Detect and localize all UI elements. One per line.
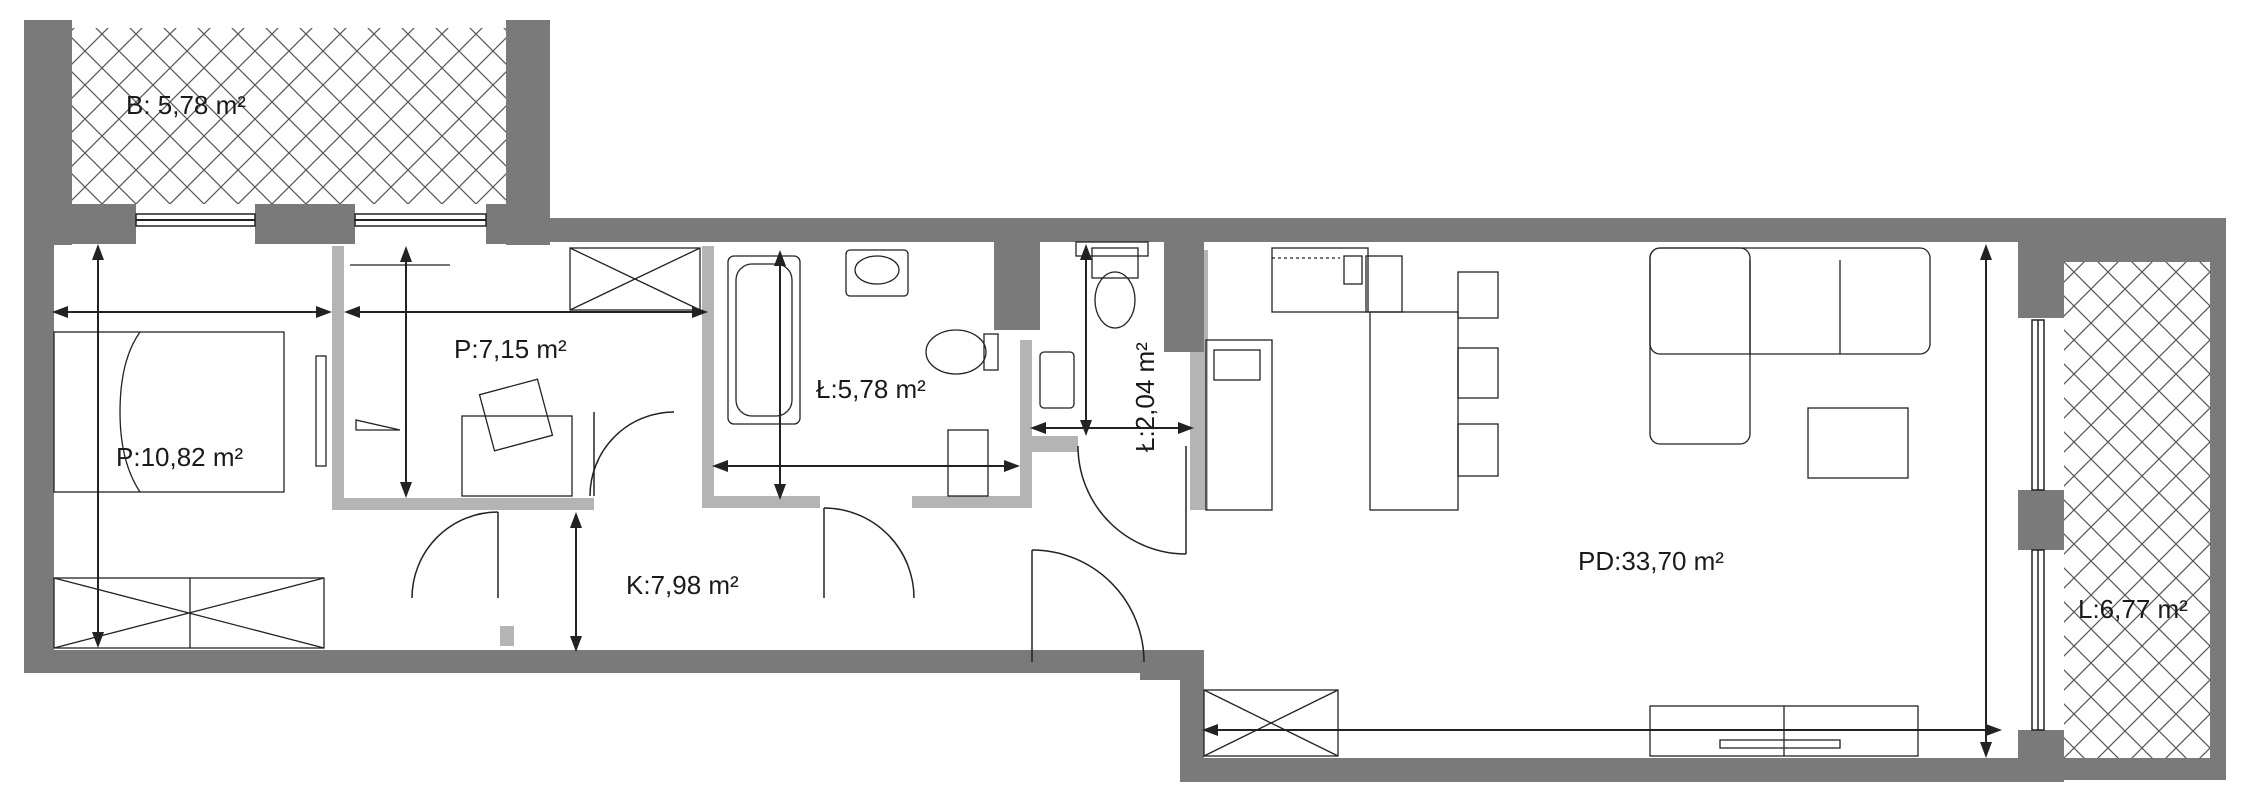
label-loggia: L:6,77 m²	[2078, 594, 2188, 624]
label-living: PD:33,70 m²	[1578, 546, 1724, 576]
label-hall: K:7,98 m²	[626, 570, 739, 600]
loggia-windows	[2031, 319, 2045, 731]
coffee-table	[1807, 407, 1909, 479]
kitchen	[1205, 247, 1499, 511]
loggia	[2031, 218, 2226, 780]
label-bathroom2: Ł:2,04 m²	[1130, 342, 1160, 452]
exterior-walls	[24, 218, 2225, 782]
wardrobe-3	[1203, 689, 1339, 757]
room2-furniture	[350, 247, 701, 497]
balcony-wall-left	[24, 20, 72, 245]
interior-walls	[332, 246, 1208, 510]
chair	[478, 378, 554, 452]
washbasin-2	[1039, 351, 1075, 409]
living-furniture	[1203, 247, 1931, 757]
doors	[411, 411, 1187, 663]
toilet	[925, 329, 987, 375]
dimension-lines	[52, 244, 2002, 758]
structural-columns	[994, 242, 1204, 352]
washbasin	[845, 249, 909, 297]
kitchen-counter	[1205, 339, 1273, 511]
bedroom-furniture	[53, 331, 327, 649]
room-labels: B: 5,78 m² P:10,82 m² P:7,15 m² Ł:5,78 m…	[116, 90, 2188, 624]
kitchen-island	[1369, 311, 1459, 511]
kitchen-cabinets	[1271, 247, 1369, 313]
desk	[461, 415, 573, 497]
label-room2: P:7,15 m²	[454, 334, 567, 364]
bathtub	[727, 255, 801, 425]
label-bathroom: Ł:5,78 m²	[816, 374, 926, 404]
label-bedroom: P:10,82 m²	[116, 442, 244, 472]
bed	[53, 331, 285, 493]
wardrobe	[53, 577, 325, 649]
toilet-2	[1091, 247, 1139, 279]
balcony	[24, 20, 550, 245]
balcony-window	[135, 213, 487, 227]
balcony-wall-right	[506, 20, 550, 245]
label-balcony: B: 5,78 m²	[126, 90, 246, 120]
sofa	[1649, 247, 1931, 355]
